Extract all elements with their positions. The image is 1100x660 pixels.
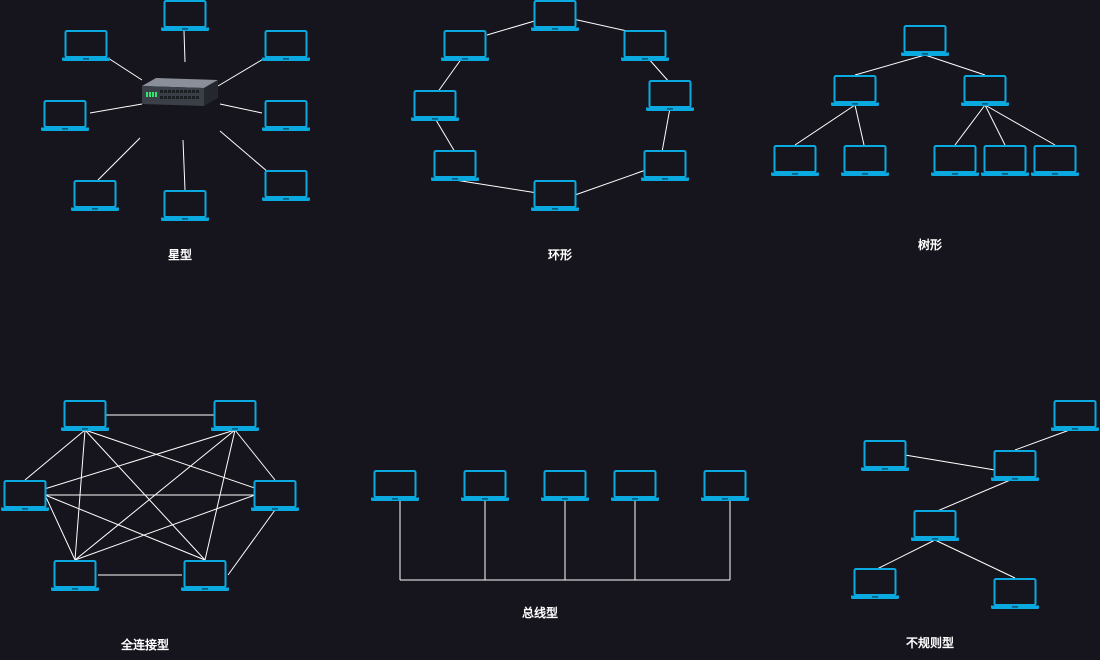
bus-links <box>399 500 731 581</box>
bus-topology: 总线型 <box>371 470 749 620</box>
laptop-icon <box>262 170 310 202</box>
full-mesh-topology: 全连接型 <box>1 400 299 652</box>
laptop-icon <box>981 145 1029 177</box>
mesh-caption: 全连接型 <box>120 637 169 652</box>
laptop-icon <box>161 190 209 222</box>
laptop-icon <box>901 25 949 57</box>
star-topology: 星型 <box>41 0 310 262</box>
laptop-icon <box>262 100 310 132</box>
laptop-icon <box>411 90 459 122</box>
laptop-icon <box>51 560 99 592</box>
laptop-icon <box>262 30 310 62</box>
laptop-icon <box>62 30 110 62</box>
star-caption: 星型 <box>168 247 192 262</box>
laptop-icon <box>641 150 689 182</box>
laptop-icon <box>911 510 959 542</box>
laptop-icon <box>161 0 209 32</box>
irregular-topology: 不规则型 <box>851 400 1099 650</box>
tree-caption: 树形 <box>918 237 942 252</box>
network-switch-icon <box>142 78 218 106</box>
laptop-icon <box>41 100 89 132</box>
tree-topology: 树形 <box>771 25 1079 252</box>
laptop-icon <box>211 400 259 432</box>
laptop-icon <box>991 578 1039 610</box>
laptop-icon <box>1031 145 1079 177</box>
irregular-links <box>874 427 1076 579</box>
laptop-icon <box>621 30 669 62</box>
laptop-icon <box>531 180 579 212</box>
laptop-icon <box>1 480 49 512</box>
laptop-icon <box>841 145 889 177</box>
ring-topology: 环形 <box>411 0 694 262</box>
laptop-icon <box>701 470 749 502</box>
irregular-caption: 不规则型 <box>906 635 954 650</box>
star-links <box>89 30 269 191</box>
laptop-icon <box>431 150 479 182</box>
laptop-icon <box>831 75 879 107</box>
laptop-icon <box>861 440 909 472</box>
laptop-icon <box>461 470 509 502</box>
laptop-icon <box>181 560 229 592</box>
laptop-icon <box>531 0 579 32</box>
laptop-icon <box>61 400 109 432</box>
laptop-icon <box>441 30 489 62</box>
bus-caption: 总线型 <box>522 605 558 620</box>
mesh-links <box>24 414 276 576</box>
ring-caption: 环形 <box>548 248 572 262</box>
laptop-icon <box>611 470 659 502</box>
laptop-icon <box>541 470 589 502</box>
laptop-icon <box>646 80 694 112</box>
laptop-icon <box>991 450 1039 482</box>
laptop-icon <box>1051 400 1099 432</box>
laptop-icon <box>851 568 899 600</box>
laptop-icon <box>71 180 119 212</box>
laptop-icon <box>931 145 979 177</box>
laptop-icon <box>961 75 1009 107</box>
laptop-icon <box>371 470 419 502</box>
laptop-icon <box>251 480 299 512</box>
laptop-icon <box>771 145 819 177</box>
tree-links <box>794 54 1056 146</box>
